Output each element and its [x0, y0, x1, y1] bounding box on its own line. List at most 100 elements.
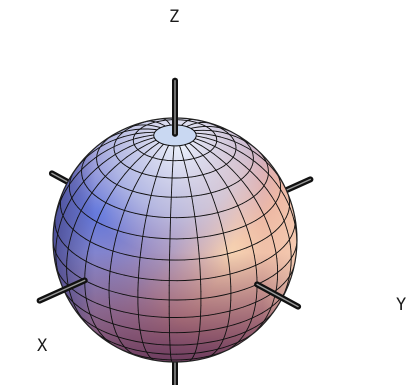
- mesh-line: [150, 194, 157, 197]
- mesh-line: [197, 237, 199, 247]
- mesh-line: [266, 164, 269, 169]
- mesh-line: [114, 206, 120, 210]
- mesh-line: [211, 212, 219, 215]
- mesh-line: [143, 346, 146, 351]
- mesh-line: [239, 320, 247, 324]
- mesh-line: [119, 325, 127, 328]
- mesh-line: [194, 352, 202, 354]
- mesh-line: [253, 254, 256, 264]
- mesh-line: [71, 191, 77, 199]
- mesh-line: [196, 229, 198, 239]
- mesh-line: [160, 157, 164, 165]
- mesh-line: [294, 246, 297, 252]
- mesh-line: [89, 241, 96, 245]
- mesh-line: [233, 249, 241, 253]
- mesh-line: [127, 126, 132, 130]
- mesh-line: [127, 192, 132, 202]
- mesh-line: [61, 277, 66, 283]
- mesh-line: [248, 321, 252, 328]
- mesh-line: [93, 221, 98, 230]
- mesh-line: [84, 238, 91, 243]
- mesh-line: [109, 303, 111, 311]
- mesh-line: [196, 357, 202, 359]
- mesh-line: [255, 297, 257, 305]
- mesh-line: [157, 145, 163, 151]
- mesh-line: [81, 175, 84, 179]
- mesh-line: [80, 210, 85, 215]
- mesh-line: [195, 161, 201, 169]
- mesh-line: [152, 298, 162, 301]
- mesh-line: [115, 292, 124, 295]
- mesh-line: [205, 180, 210, 189]
- mesh-line: [278, 208, 283, 217]
- mesh-line: [266, 310, 271, 317]
- mesh-line: [144, 173, 150, 176]
- mesh-line: [57, 256, 61, 261]
- mesh-line: [167, 121, 171, 125]
- mesh-line: [80, 203, 86, 212]
- mesh-line: [213, 327, 222, 330]
- mesh-line: [91, 192, 96, 196]
- mesh-line: [213, 153, 221, 160]
- mesh-line: [245, 326, 250, 333]
- mesh-line: [281, 220, 285, 225]
- mesh-line: [224, 182, 230, 190]
- mesh-line: [225, 152, 234, 158]
- mesh-line: [228, 188, 234, 197]
- mesh-line: [85, 260, 93, 265]
- mesh-line: [227, 255, 230, 265]
- mesh-line: [86, 251, 89, 260]
- mesh-line: [250, 326, 257, 330]
- mesh-line: [275, 249, 281, 254]
- mesh-line: [106, 248, 114, 252]
- mesh-line: [214, 349, 218, 354]
- mesh-line: [248, 157, 256, 163]
- mesh-line: [215, 169, 222, 177]
- mesh-line: [135, 136, 144, 139]
- mesh-line: [75, 185, 81, 193]
- mesh-line: [124, 200, 129, 209]
- mesh-line: [200, 297, 210, 300]
- mesh-line: [284, 222, 288, 231]
- mesh-line: [59, 274, 63, 279]
- mesh-line: [232, 205, 239, 209]
- mesh-line: [239, 161, 247, 168]
- mesh-line: [192, 205, 195, 215]
- mesh-line: [226, 248, 229, 257]
- mesh-line: [85, 297, 93, 302]
- mesh-line: [272, 271, 279, 277]
- mesh-line: [89, 236, 93, 245]
- mesh-line: [66, 294, 71, 300]
- mesh-line: [102, 173, 106, 177]
- mesh-line: [194, 215, 202, 218]
- mesh-line: [222, 337, 230, 340]
- mesh-line: [262, 278, 269, 283]
- mesh-line: [228, 145, 237, 150]
- mesh-line: [70, 270, 76, 275]
- mesh-line: [264, 159, 271, 166]
- mesh-line: [287, 201, 291, 210]
- mesh-line: [64, 218, 68, 224]
- mesh-line: [134, 156, 141, 164]
- mesh-line: [255, 290, 258, 299]
- mesh-line: [66, 252, 68, 261]
- mesh-line: [272, 202, 277, 207]
- mesh-line: [96, 327, 101, 334]
- mesh-line: [54, 226, 57, 231]
- mesh-line: [275, 286, 281, 291]
- mesh-line: [64, 204, 69, 212]
- mesh-line: [96, 221, 103, 225]
- mesh-line: [143, 137, 153, 142]
- mesh-line: [151, 215, 159, 218]
- y-axis-rod-positive-highlight: [256, 283, 299, 308]
- mesh-line: [61, 190, 67, 198]
- mesh-line: [213, 139, 223, 144]
- mesh-line: [109, 204, 116, 208]
- mesh-line: [221, 142, 230, 147]
- mesh-line: [91, 228, 95, 238]
- mesh-line: [155, 343, 164, 346]
- mesh-line: [288, 236, 291, 245]
- mesh-line: [218, 217, 222, 226]
- mesh-line: [69, 225, 74, 230]
- mesh-line: [269, 228, 273, 238]
